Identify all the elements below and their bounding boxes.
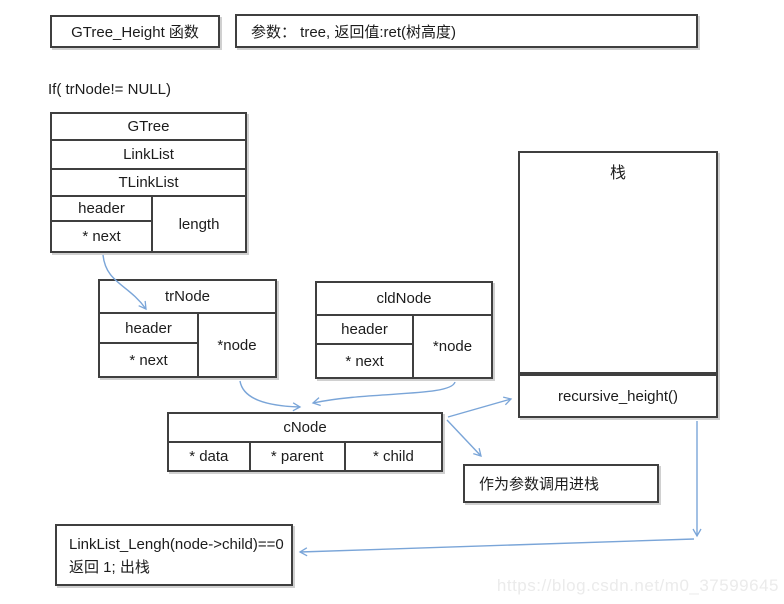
gtree-lower-section: header * next length [52,197,245,251]
arrow-cldnode-node-to-cnode [311,381,456,407]
gtree-row-tlinklist: TLinkList [52,170,245,197]
trnode-left-column: header * next [100,314,199,376]
return-note-line2: 返回 1; 出栈 [69,559,150,576]
stack-frame-box: recursive_height() [518,374,718,418]
arrow-trnode-node-to-cnode [239,380,302,412]
arrow-to-return-note [298,538,695,557]
gtree-left-column: header * next [52,197,153,251]
stack-frame-label: recursive_height() [557,387,679,405]
arrow-cnode-to-stack-frame [447,396,513,418]
stack-title: 栈 [609,165,626,182]
return-note-line1: LinkList_Lengh(node->child)==0 [69,536,284,553]
params-label: 参数： tree, 返回值:ret(树高度) [251,23,457,41]
push-note-label: 作为参数调用进栈 [479,476,600,493]
cldnode-node-cell: *node [432,338,473,355]
function-title-box: GTree_Height 函数 [50,15,220,48]
trnode-lower-section: header * next *node [100,314,275,376]
trnode-title: trNode [100,281,275,314]
gtree-struct-box: GTree LinkList TLinkList header * next l… [50,112,247,253]
cldnode-lower-section: header * next *node [317,316,491,377]
cldnode-next-cell: * next [345,352,384,370]
cnode-data-cell: * data [169,443,251,470]
gtree-row-gtree: GTree [52,114,245,141]
watermark-text: https://blog.csdn.net/m0_37599645 [496,576,779,595]
trnode-node-cell: *node [217,336,257,354]
gtree-row-linklist: LinkList [52,141,245,170]
cnode-child-cell: * child [372,448,414,465]
cnode-struct-box: cNode * data * parent * child [167,412,443,472]
condition-text: If( trNode!= NULL) [48,81,171,98]
trnode-struct-box: trNode header * next *node [98,279,277,378]
cnode-cells-row: * data * parent * child [169,443,441,470]
gtree-length-cell: length [178,215,220,233]
gtree-header-cell: header [52,197,151,222]
cldnode-title: cldNode [317,283,491,316]
return-note-box: LinkList_Lengh(node->child)==0 返回 1; 出栈 [55,524,293,586]
cnode-parent-cell: * parent [251,443,346,470]
trnode-next-cell: * next [129,351,168,369]
trnode-header-cell: header [100,314,197,344]
stack-box: 栈 [518,151,718,374]
cldnode-struct-box: cldNode header * next *node [315,281,493,379]
gtree-next-cell: * next [82,228,121,245]
params-box: 参数： tree, 返回值:ret(树高度) [235,14,698,48]
function-title-label: GTree_Height 函数 [71,24,199,41]
cldnode-header-cell: header [317,316,412,345]
cnode-title: cNode [169,414,441,443]
cldnode-left-column: header * next [317,316,414,377]
push-note-box: 作为参数调用进栈 [463,464,659,503]
arrow-cnode-to-push-note [446,419,482,457]
